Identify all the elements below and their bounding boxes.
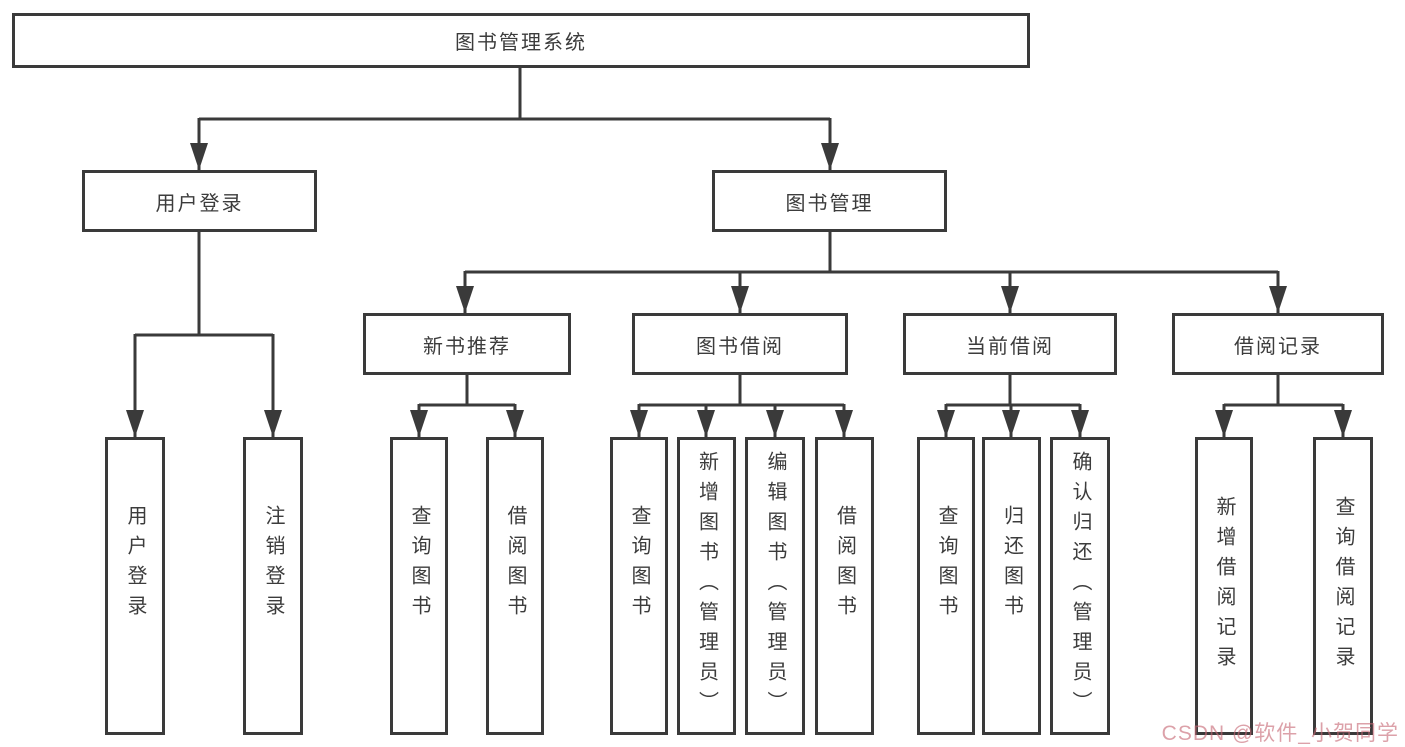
leaf-borrow-books-1: 借阅图书 — [486, 437, 544, 735]
node-user-login: 用户登录 — [82, 170, 317, 232]
node-book-borrow: 图书借阅 — [632, 313, 848, 375]
leaf-query-books-2: 查询图书 — [610, 437, 668, 735]
leaf-query-books-3: 查询图书 — [917, 437, 975, 735]
node-borrow-records: 借阅记录 — [1172, 313, 1384, 375]
node-book-management: 图书管理 — [712, 170, 947, 232]
leaf-edit-books-admin: 编辑图书（管理员） — [745, 437, 805, 735]
leaf-logout: 注销登录 — [243, 437, 303, 735]
tree-edges — [133, 68, 1345, 437]
leaf-add-books-admin: 新增图书（管理员） — [677, 437, 736, 735]
leaf-return-books: 归还图书 — [982, 437, 1041, 735]
leaf-query-borrow-record: 查询借阅记录 — [1313, 437, 1373, 735]
node-current-borrow: 当前借阅 — [903, 313, 1117, 375]
leaf-confirm-return-admin: 确认归还（管理员） — [1050, 437, 1110, 735]
leaf-borrow-books-2: 借阅图书 — [815, 437, 874, 735]
arrowheads — [126, 143, 1352, 437]
leaf-user-login: 用户登录 — [105, 437, 165, 735]
node-new-book-recommend: 新书推荐 — [363, 313, 571, 375]
csdn-watermark: CSDN @软件_小贺同学 — [1161, 722, 1399, 745]
leaf-query-books-1: 查询图书 — [390, 437, 448, 735]
node-root-system: 图书管理系统 — [12, 13, 1030, 68]
leaf-add-borrow-record: 新增借阅记录 — [1195, 437, 1253, 735]
